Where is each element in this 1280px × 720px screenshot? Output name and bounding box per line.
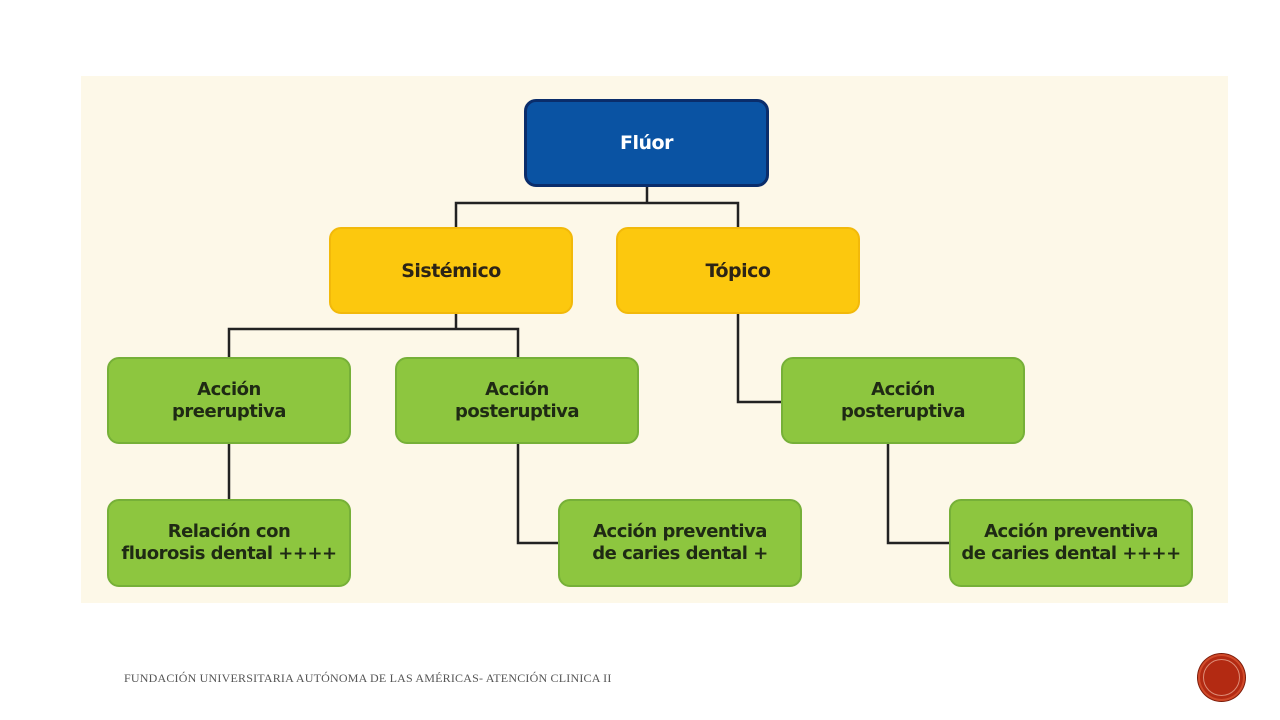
node-accion-posteruptiva-topico: Acción posteruptiva [781, 357, 1025, 444]
node-accion-posteruptiva-sistemico: Acción posteruptiva [395, 357, 639, 444]
node-fluor: Flúor [524, 99, 769, 187]
node-accion-preeruptiva: Acción preeruptiva [107, 357, 351, 444]
slide-badge-icon [1198, 654, 1245, 701]
node-relacion-fluorosis: Relación con fluorosis dental ++++ [107, 499, 351, 587]
node-topico: Tópico [616, 227, 860, 314]
node-accion-preventiva-caries-sistemico: Acción preventiva de caries dental + [558, 499, 802, 587]
badge-ring [1203, 659, 1240, 696]
node-sistemico: Sistémico [329, 227, 573, 314]
node-accion-preventiva-caries-topico: Acción preventiva de caries dental ++++ [949, 499, 1193, 587]
footer-institution-text: FUNDACIÓN UNIVERSITARIA AUTÓNOMA DE LAS … [124, 671, 612, 685]
